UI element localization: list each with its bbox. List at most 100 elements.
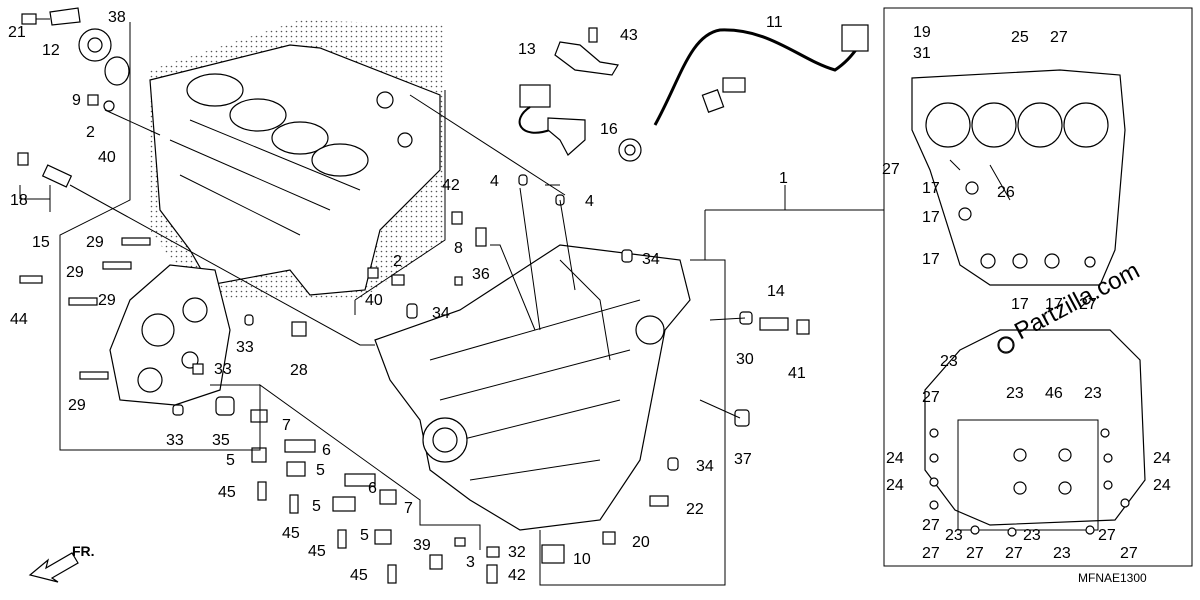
left-side-cover[interactable] <box>109 264 231 406</box>
callout-17[interactable]: 17 <box>922 251 940 268</box>
callout-4[interactable]: 4 <box>490 173 499 190</box>
callout-1[interactable]: 1 <box>779 170 788 187</box>
callout-10[interactable]: 10 <box>573 551 591 568</box>
callout-17[interactable]: 17 <box>922 209 940 226</box>
callout-24[interactable]: 24 <box>1153 450 1171 467</box>
callout-2[interactable]: 2 <box>86 124 95 141</box>
callout-33[interactable]: 33 <box>214 361 232 378</box>
callout-29[interactable]: 29 <box>68 397 86 414</box>
callout-23[interactable]: 23 <box>1053 545 1071 562</box>
callout-36[interactable]: 36 <box>472 266 490 283</box>
wire-harness[interactable] <box>618 24 869 162</box>
callout-27[interactable]: 27 <box>1079 296 1097 313</box>
callout-23[interactable]: 23 <box>1084 385 1102 402</box>
sensor-assembly-top-left[interactable] <box>17 7 130 188</box>
callout-23[interactable]: 23 <box>945 527 963 544</box>
callout-2[interactable]: 2 <box>393 253 402 270</box>
callout-24[interactable]: 24 <box>886 450 904 467</box>
callout-11[interactable]: 11 <box>766 14 783 31</box>
callout-27[interactable]: 27 <box>1050 29 1068 46</box>
callout-34[interactable]: 34 <box>642 251 660 268</box>
callout-23[interactable]: 23 <box>1006 385 1024 402</box>
callout-45[interactable]: 45 <box>282 525 300 542</box>
callout-5[interactable]: 5 <box>312 498 321 515</box>
callout-46[interactable]: 46 <box>1045 385 1063 402</box>
callout-7[interactable]: 7 <box>282 417 291 434</box>
callout-24[interactable]: 24 <box>1153 477 1171 494</box>
callout-29[interactable]: 29 <box>86 234 104 251</box>
callout-22[interactable]: 22 <box>686 501 704 518</box>
upper-crankcase[interactable] <box>149 20 445 300</box>
callout-32[interactable]: 32 <box>508 544 526 561</box>
callout-24[interactable]: 24 <box>886 477 904 494</box>
callout-15[interactable]: 15 <box>32 234 50 251</box>
callout-42[interactable]: 42 <box>442 177 460 194</box>
callout-28[interactable]: 28 <box>290 362 308 379</box>
callout-44[interactable]: 44 <box>10 311 28 328</box>
callout-3[interactable]: 3 <box>466 554 475 571</box>
callout-5[interactable]: 5 <box>360 527 369 544</box>
callout-23[interactable]: 23 <box>1023 527 1041 544</box>
oil-jets[interactable] <box>250 409 397 584</box>
callout-25[interactable]: 25 <box>1011 29 1029 46</box>
callout-27[interactable]: 27 <box>922 517 940 534</box>
callout-33[interactable]: 33 <box>166 432 184 449</box>
callout-4[interactable]: 4 <box>585 193 594 210</box>
callout-40[interactable]: 40 <box>365 292 383 309</box>
callout-labels: 21 12 38 9 2 40 18 15 29 29 29 29 44 33 … <box>8 9 1171 584</box>
callout-33[interactable]: 33 <box>236 339 254 356</box>
callout-17[interactable]: 17 <box>1045 296 1063 313</box>
callout-6[interactable]: 6 <box>322 442 331 459</box>
callout-27[interactable]: 27 <box>1005 545 1023 562</box>
detail-panel <box>883 7 1193 567</box>
fasteners[interactable] <box>19 174 810 584</box>
callout-27[interactable]: 27 <box>882 161 900 178</box>
callout-9[interactable]: 9 <box>72 92 81 109</box>
callout-31[interactable]: 31 <box>913 45 931 62</box>
callout-7[interactable]: 7 <box>404 500 413 517</box>
diagram-code: MFNAE1300 <box>1078 571 1147 585</box>
callout-39[interactable]: 39 <box>413 537 431 554</box>
callout-40[interactable]: 40 <box>98 149 116 166</box>
callout-5[interactable]: 5 <box>226 452 235 469</box>
callout-19[interactable]: 19 <box>913 24 931 41</box>
callout-12[interactable]: 12 <box>42 42 60 59</box>
cam-sensor[interactable] <box>518 27 619 156</box>
callout-21[interactable]: 21 <box>8 24 26 41</box>
callout-27[interactable]: 27 <box>1098 527 1116 544</box>
callout-37[interactable]: 37 <box>734 451 752 468</box>
callout-13[interactable]: 13 <box>518 41 536 58</box>
callout-16[interactable]: 16 <box>600 121 618 138</box>
callout-26[interactable]: 26 <box>997 184 1015 201</box>
callout-45[interactable]: 45 <box>218 484 236 501</box>
callout-34[interactable]: 34 <box>432 305 450 322</box>
arrow-icon <box>28 552 79 583</box>
callout-29[interactable]: 29 <box>66 264 84 281</box>
callout-29[interactable]: 29 <box>98 292 116 309</box>
callout-30[interactable]: 30 <box>736 351 754 368</box>
callout-5[interactable]: 5 <box>316 462 325 479</box>
callout-14[interactable]: 14 <box>767 283 785 300</box>
callout-8[interactable]: 8 <box>454 240 463 257</box>
callout-23[interactable]: 23 <box>940 353 958 370</box>
callout-43[interactable]: 43 <box>620 27 638 44</box>
direction-label: FR. <box>72 543 95 559</box>
callout-45[interactable]: 45 <box>308 543 326 560</box>
callout-27[interactable]: 27 <box>922 545 940 562</box>
callout-34[interactable]: 34 <box>696 458 714 475</box>
callout-27[interactable]: 27 <box>1120 545 1138 562</box>
callout-45[interactable]: 45 <box>350 567 368 584</box>
callout-17[interactable]: 17 <box>922 180 940 197</box>
callout-41[interactable]: 41 <box>788 365 806 382</box>
callout-27[interactable]: 27 <box>922 389 940 406</box>
lower-crankcase[interactable] <box>374 244 691 531</box>
callout-38[interactable]: 38 <box>108 9 126 26</box>
callout-17[interactable]: 17 <box>1011 296 1029 313</box>
callout-18[interactable]: 18 <box>10 192 28 209</box>
callout-35[interactable]: 35 <box>212 432 230 449</box>
callout-27[interactable]: 27 <box>966 545 984 562</box>
callout-42[interactable]: 42 <box>508 567 526 584</box>
callout-6[interactable]: 6 <box>368 480 377 497</box>
callout-20[interactable]: 20 <box>632 534 650 551</box>
